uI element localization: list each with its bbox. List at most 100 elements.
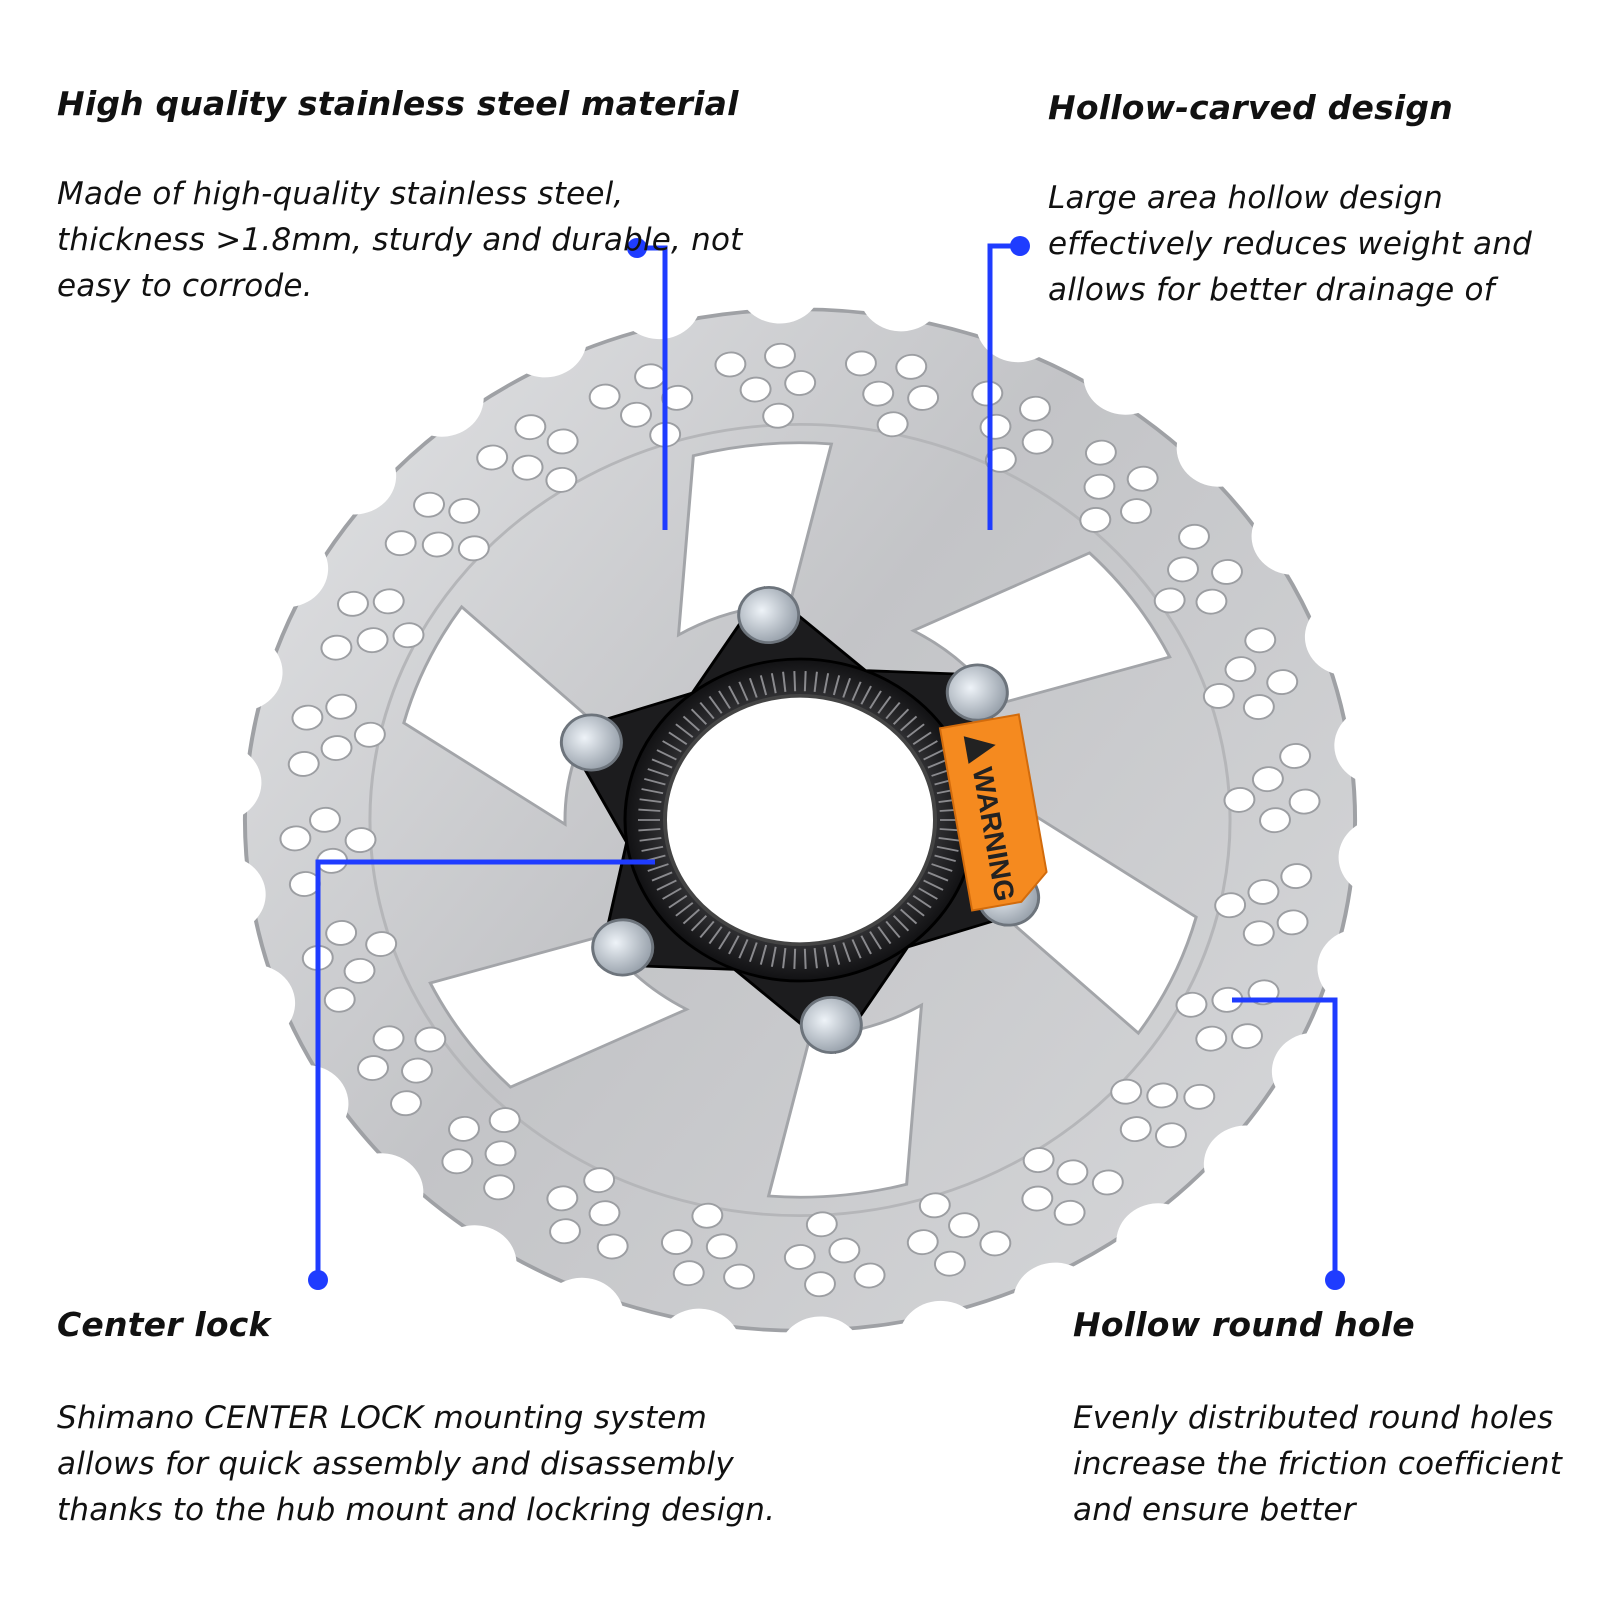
friction-hole: [353, 721, 386, 748]
warning-tag: WARNING: [938, 713, 1048, 912]
hub-bore: [663, 693, 937, 947]
spline-tooth: [643, 778, 666, 786]
spline-tooth: [662, 740, 682, 753]
spline-tooth: [906, 723, 925, 738]
friction-hole: [1083, 473, 1116, 500]
spline-tooth: [803, 671, 807, 692]
spline-tooth: [639, 798, 662, 803]
spline-tooth: [885, 701, 901, 720]
spline-tooth: [770, 946, 777, 967]
rotor-edge-notch: [244, 529, 329, 608]
spline-tooth: [641, 788, 664, 795]
rotor: [177, 246, 1423, 1394]
spline-tooth: [803, 948, 807, 969]
friction-hole: [1280, 863, 1313, 889]
friction-hole: [325, 920, 358, 946]
friction-hole: [1146, 1082, 1179, 1109]
rotor-edge-notch: [432, 1225, 517, 1303]
rotor-edge-notch: [1251, 497, 1336, 575]
spline-tooth: [793, 948, 797, 969]
rotor-edge-notch: [1116, 1203, 1201, 1281]
spline-tooth: [842, 677, 852, 698]
friction-hole: [948, 1212, 980, 1239]
friction-hole: [588, 1200, 621, 1227]
friction-hole: [1126, 465, 1159, 492]
rotor-edge-notch: [1317, 928, 1402, 1007]
friction-hole: [661, 384, 694, 411]
friction-holes: [279, 342, 1321, 1298]
feature-title: Hollow round hole: [1073, 1305, 1415, 1344]
spline-tooth: [639, 837, 662, 842]
friction-hole: [546, 1185, 579, 1212]
spline-tooth: [656, 879, 677, 891]
friction-hole: [906, 1229, 939, 1256]
spoke-cutout: [766, 1002, 924, 1199]
rotor-edge-notch: [198, 633, 283, 712]
feature-hollow-carved: Hollow-carved design Large area hollow d…: [1048, 88, 1600, 315]
friction-hole: [514, 414, 547, 441]
warning-triangle-icon: [963, 736, 996, 764]
friction-hole: [488, 1107, 521, 1134]
feature-title: Center lock: [57, 1305, 271, 1344]
friction-hole: [1195, 588, 1228, 615]
friction-hole: [1223, 787, 1256, 813]
friction-hole: [365, 931, 398, 957]
spline-tooth: [869, 690, 882, 709]
spline-tooth: [906, 902, 925, 917]
feature-description: Evenly distributed round holes increase …: [1073, 1399, 1563, 1528]
friction-hole: [511, 454, 544, 481]
rivet: [591, 918, 655, 977]
spline-tooth: [738, 681, 749, 701]
spline-tooth: [682, 715, 700, 732]
friction-hole: [549, 1218, 581, 1245]
friction-hole: [1154, 1122, 1187, 1149]
friction-hole: [895, 353, 928, 380]
pointer-line-round-hole: [1232, 997, 1338, 1280]
center-lock-carrier: [559, 586, 1041, 1054]
friction-hole: [1079, 506, 1112, 533]
friction-hole: [372, 588, 405, 615]
friction-hole: [1019, 395, 1051, 422]
rotor-edge-notch: [264, 1065, 349, 1143]
friction-hole: [1251, 766, 1284, 793]
spline-tooth: [927, 758, 949, 769]
friction-hole: [323, 986, 356, 1013]
friction-hole: [1178, 523, 1210, 550]
rotor-edge-notch: [898, 1300, 983, 1379]
rivet: [945, 663, 1009, 722]
friction-hole: [545, 466, 578, 493]
feature-description: Made of high-quality stainless steel, th…: [57, 175, 743, 304]
friction-hole: [672, 1260, 705, 1287]
rotor-edge-notch: [312, 437, 397, 515]
spline-tooth: [832, 944, 841, 965]
friction-hole: [476, 444, 509, 471]
spline-tooth: [690, 708, 708, 725]
spline-tooth: [892, 708, 910, 725]
friction-hole: [344, 827, 377, 853]
friction-hole: [1242, 920, 1275, 947]
rotor-edge-notch: [1334, 706, 1419, 785]
spoke-cutout: [676, 441, 834, 638]
spline-tooth: [877, 926, 892, 945]
friction-hole: [1195, 1025, 1228, 1052]
rivet: [737, 586, 801, 644]
friction-hole: [907, 385, 940, 411]
friction-hole: [1119, 1116, 1152, 1143]
friction-hole: [357, 1055, 389, 1081]
friction-hole: [979, 1230, 1012, 1257]
blue-dot-icon: [627, 238, 647, 258]
spline-tooth: [637, 819, 661, 821]
friction-hole: [844, 350, 877, 377]
spline-tooth: [823, 946, 830, 967]
spline-tooth: [892, 915, 910, 932]
spline-tooth: [877, 695, 892, 714]
rotor-edge-notch: [1013, 1262, 1098, 1340]
friction-hole: [1056, 1159, 1089, 1186]
rotor-edge-notch: [1176, 409, 1261, 487]
friction-hole: [372, 1025, 405, 1052]
spline-tooth: [699, 920, 715, 939]
friction-hole: [1211, 559, 1243, 585]
friction-hole: [1053, 1199, 1086, 1226]
spline-tooth: [900, 715, 918, 732]
friction-hole: [287, 751, 320, 777]
